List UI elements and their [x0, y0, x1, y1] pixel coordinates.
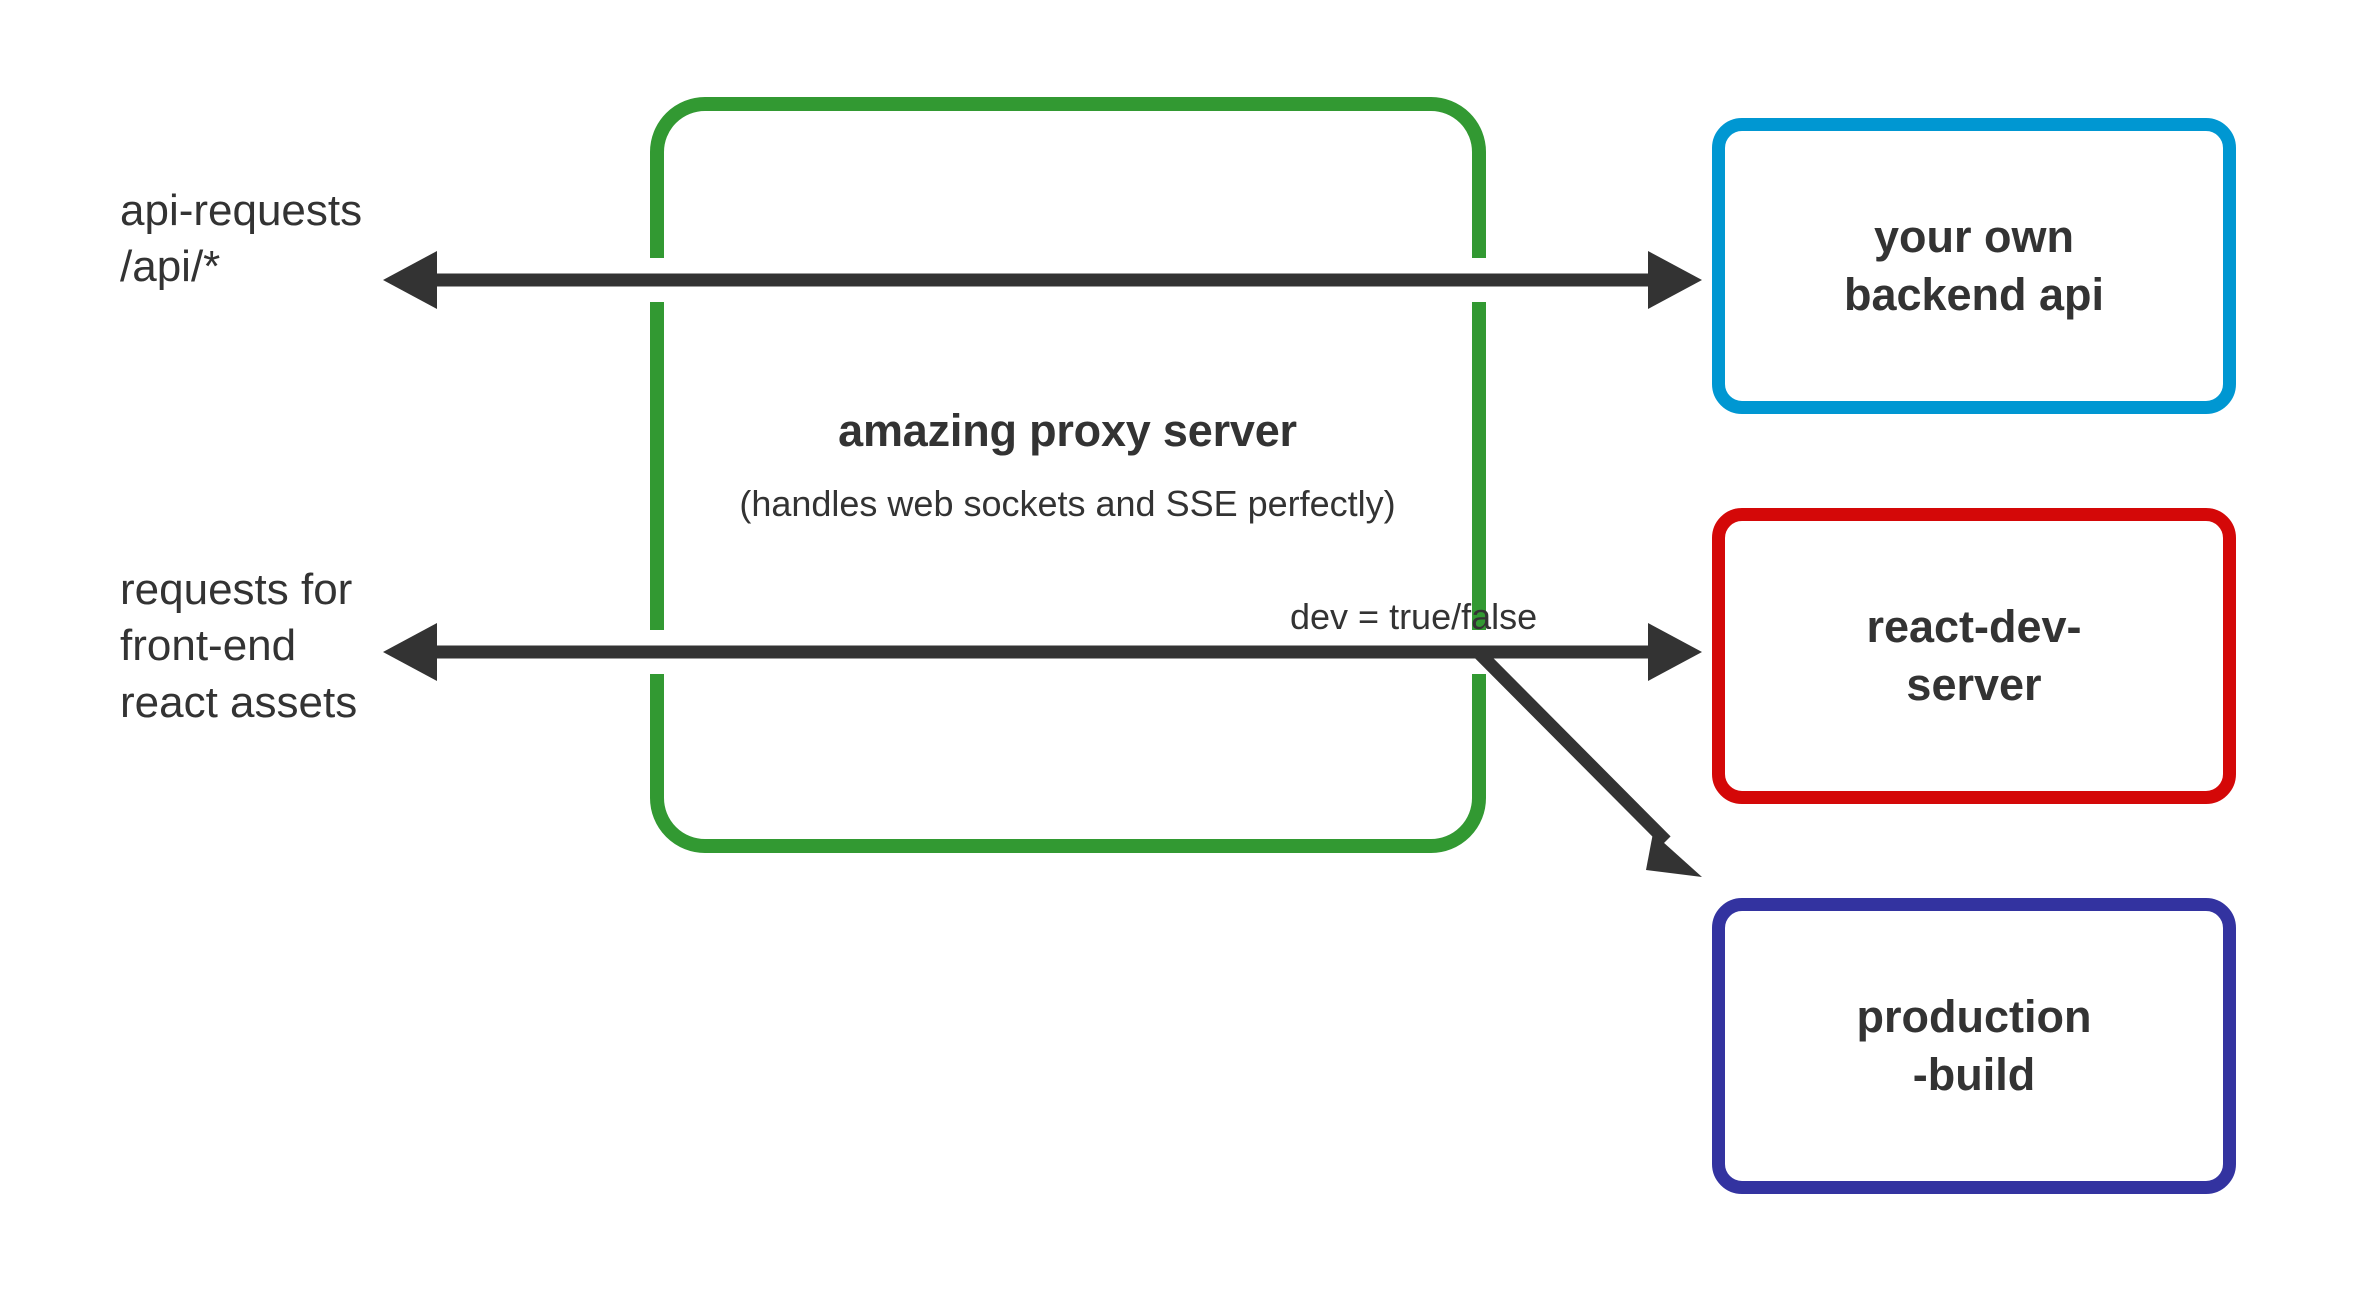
frontend-arrow-head-right — [1648, 623, 1702, 681]
node-production-build[interactable]: production -build — [1712, 898, 2236, 1194]
node-backend-api-label: your own backend api — [1843, 211, 2105, 320]
node-backend-api[interactable]: your own backend api — [1712, 118, 2236, 414]
production-arrow-head — [1646, 833, 1702, 877]
node-react-dev-server-label: react-dev- server — [1866, 601, 2082, 710]
proxy-bracket — [650, 97, 1486, 853]
api-arrow-head-right — [1648, 251, 1702, 309]
frontend-request-label: requests for front-end react assets — [120, 565, 358, 727]
api-request-label: api-requests /api/* — [120, 186, 363, 292]
node-react-dev-server[interactable]: react-dev- server — [1712, 508, 2236, 804]
dev-flag-label: dev = true/false — [1290, 596, 1538, 637]
production-branch-arrow — [1473, 647, 1702, 877]
proxy-server-subtitle: (handles web sockets and SSE perfectly) — [739, 483, 1396, 524]
node-production-build-label: production -build — [1856, 991, 2092, 1100]
api-request-arrow — [383, 251, 1702, 309]
proxy-server-title: amazing proxy server — [838, 405, 1297, 456]
